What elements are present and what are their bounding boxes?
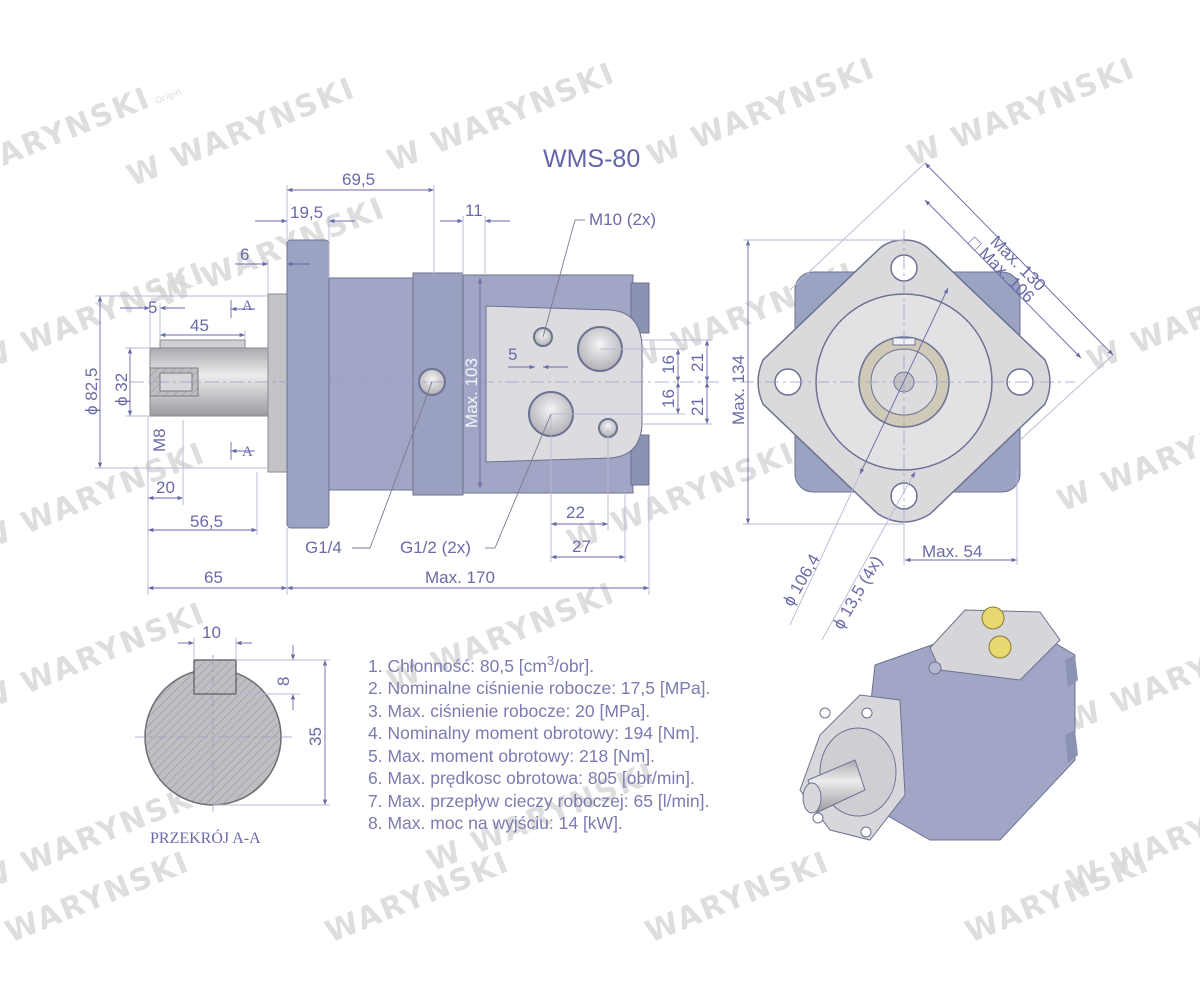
spec-item: 4. Nominalny moment obrotowy: 194 [Nm]. [368, 723, 700, 744]
dim-16-lower: 16 [659, 389, 678, 408]
callout-g1-2: G1/2 (2x) [400, 538, 471, 557]
spec-item: 3. Max. ciśnienie robocze: 20 [MPa]. [368, 700, 651, 721]
dim-max-170: Max. 170 [425, 568, 495, 587]
dim-key-width-10: 10 [202, 623, 221, 642]
dim-max-134: Max. 134 [729, 355, 748, 425]
callout-m10: M10 (2x) [589, 210, 657, 229]
dim-max-103: Max. 103 [462, 358, 481, 428]
dim-5-port: 5 [508, 345, 518, 364]
dim-max-54: Max. 54 [922, 542, 983, 561]
isometric-view [799, 606, 1078, 841]
dim-65: 65 [204, 568, 223, 587]
dim-dia-82-5: ϕ 82,5 [82, 367, 101, 415]
dim-21-upper: 21 [688, 353, 707, 372]
dim-20: 20 [156, 478, 175, 497]
section-mark-a-top: A [242, 298, 253, 314]
spec-item: 1. Chłonność: 80,5 [cm3/obr]. [368, 653, 595, 676]
spec-item: 6. Max. prędkosc obrotowa: 805 [obr/min]… [368, 768, 695, 789]
dim-45: 45 [190, 316, 209, 335]
dim-height-35: 35 [306, 727, 325, 746]
dim-m8: M8 [150, 428, 169, 452]
specifications-list: 1. Chłonność: 80,5 [cm3/obr]. 2. Nominal… [368, 650, 710, 835]
spec-item: 7. Max. przepływ cieczy roboczej: 65 [l/… [368, 790, 710, 811]
dim-22: 22 [566, 503, 585, 522]
dim-11: 11 [465, 201, 483, 220]
dim-21-lower: 21 [688, 397, 707, 416]
dim-19-5: 19,5 [290, 203, 324, 222]
spec-item: 2. Nominalne ciśnienie robocze: 17,5 [MP… [368, 678, 711, 699]
dim-key-height-8: 8 [274, 676, 293, 686]
dim-27: 27 [572, 537, 591, 556]
dim-dia-32: ϕ 32 [112, 372, 131, 406]
front-view [740, 162, 1114, 641]
dim-16-upper: 16 [659, 355, 678, 374]
dim-5-shaft: 5 [148, 298, 158, 317]
dim-56-5: 56,5 [190, 512, 224, 531]
page-title: WMS-80 [543, 145, 641, 173]
section-mark-a-bottom: A [242, 444, 253, 460]
spec-item: 5. Max. moment obrotowy: 218 [Nm]. [368, 745, 655, 766]
spec-item: 8. Max. moc na wyjściu: 14 [kW]. [368, 813, 623, 834]
dim-69-5: 69,5 [342, 170, 376, 189]
section-view [135, 638, 330, 815]
side-view [95, 185, 720, 595]
section-label: PRZEKRÓJ A-A [150, 830, 261, 847]
dim-6: 6 [240, 245, 250, 264]
callout-g1-4: G1/4 [305, 538, 342, 557]
